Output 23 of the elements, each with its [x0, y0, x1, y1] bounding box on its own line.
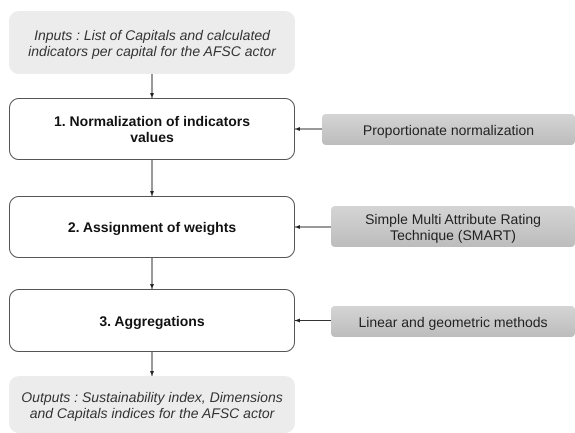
node-text: Inputs : List of Capitals and calculated indicators per capital for the AFSC actor — [27, 26, 278, 58]
node-text: Simple Multi Attribute Rating Technique (SMART) — [364, 210, 542, 242]
arrow — [150, 258, 154, 290]
node-text: 2. Assignment of weights — [68, 219, 236, 235]
arrow — [150, 352, 154, 376]
method-box — [322, 114, 575, 145]
arrow — [150, 160, 154, 196]
process-box — [9, 289, 295, 352]
process-box — [9, 196, 295, 258]
node-text: 1. Normalization of indicators values — [52, 113, 252, 145]
node-text: Linear and geometric methods — [358, 314, 548, 330]
input-output-box — [9, 376, 295, 433]
method-box — [331, 306, 575, 337]
node-text: Outputs : Sustainability index, Dimensions and Capitals indices for the AFSC actor — [21, 388, 283, 420]
arrow — [150, 74, 154, 98]
input-output-box — [9, 11, 295, 74]
node-text: Proportionate normalization — [362, 122, 534, 138]
process-box — [9, 98, 295, 160]
arrow — [294, 225, 332, 229]
node-text: 3. Aggregations — [99, 312, 205, 328]
method-box — [331, 206, 575, 247]
arrow — [294, 318, 332, 322]
arrow — [294, 127, 322, 131]
